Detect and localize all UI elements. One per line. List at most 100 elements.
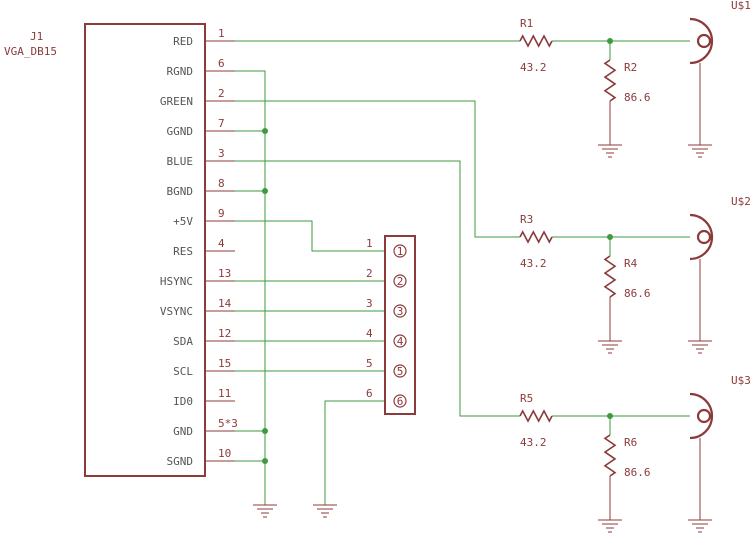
wires [235, 38, 690, 505]
jack-shell [689, 213, 714, 261]
header-pin-number: 5 [397, 365, 404, 378]
junction-dot [262, 458, 268, 464]
pin-name: RED [173, 35, 193, 48]
channel: R5 43.2 R6 86.6 U$3 [519, 374, 751, 533]
pin-name: GND [173, 425, 193, 438]
wire-green [235, 100, 520, 238]
wire-ground-rail [235, 70, 266, 505]
series-resistor-ref: R5 [520, 392, 533, 405]
shunt-resistor-ref: R2 [624, 61, 637, 74]
shunt-resistor-value: 86.6 [624, 466, 651, 479]
header-pin-circle [393, 334, 407, 348]
series-resistor-value: 43.2 [520, 436, 547, 449]
wire-blue [235, 160, 520, 417]
connector-pin: SGND 10 [167, 447, 235, 468]
ground-icon [688, 519, 712, 533]
connector-pin: ID0 11 [173, 387, 235, 408]
ground-icon [253, 504, 277, 518]
pin-number: 15 [218, 357, 231, 370]
junction-dot [607, 413, 613, 419]
pin-name: +5V [173, 215, 193, 228]
series-resistor [519, 34, 553, 48]
pin-number: 2 [218, 87, 225, 100]
wire-header-gnd [324, 400, 385, 505]
jack-shell [689, 392, 714, 440]
shunt-resistor-value: 86.6 [624, 91, 651, 104]
rca-jack [688, 17, 714, 158]
shunt-resistor [603, 434, 617, 477]
series-resistor-value: 43.2 [520, 61, 547, 74]
ground-icon [598, 144, 622, 158]
series-resistor-ref: R1 [520, 17, 533, 30]
ground-icon [598, 340, 622, 354]
pin-number: 9 [218, 207, 225, 220]
connector-pin: GREEN 2 [160, 87, 235, 108]
pin-name: BGND [167, 185, 194, 198]
series-resistor [519, 409, 553, 423]
pin-name: GREEN [160, 95, 193, 108]
header-pin: 44 [366, 327, 407, 348]
connector-pins: RED1RGND6GREEN2GGND7BLUE3BGND8+5V9RES4HS… [160, 27, 238, 468]
connector-pin: GGND 7 [167, 117, 235, 138]
pin-number: 10 [218, 447, 231, 460]
junction-dot [262, 188, 268, 194]
shunt-resistor-ref: R6 [624, 436, 637, 449]
pin-number: 3 [218, 147, 225, 160]
header-pin-number: 2 [397, 275, 404, 288]
connector-pin: +5V 9 [173, 207, 235, 228]
pin-number: 5*3 [218, 417, 238, 430]
pin-name: ID0 [173, 395, 193, 408]
pin-name: GGND [167, 125, 194, 138]
header-pin: 33 [366, 297, 407, 318]
junction-dot [607, 38, 613, 44]
pin-number: 11 [218, 387, 231, 400]
header-pin-label: 5 [366, 357, 373, 370]
wire-5v [235, 220, 385, 252]
header-pin-circle [393, 364, 407, 378]
header-pin-number: 4 [397, 335, 404, 348]
pin-name: SGND [167, 455, 194, 468]
rca-jack [688, 213, 714, 354]
header-pin-circle [393, 394, 407, 408]
connector-pin: GND 5*3 [173, 417, 238, 438]
series-resistor-value: 43.2 [520, 257, 547, 270]
junction-dot [607, 234, 613, 240]
jack-ref: U$3 [731, 374, 751, 387]
junction-dot [262, 128, 268, 134]
pin-number: 7 [218, 117, 225, 130]
shunt-resistor-value: 86.6 [624, 287, 651, 300]
pin-number: 8 [218, 177, 225, 190]
header-pin-number: 6 [397, 395, 404, 408]
pin-name: BLUE [167, 155, 194, 168]
vga-connector-j1: J1 VGA_DB15 RED1RGND6GREEN2GGND7BLUE3BGN… [4, 23, 238, 477]
connector-ref: J1 [30, 30, 43, 43]
shunt-resistor-ref: R4 [624, 257, 638, 270]
header-pin-label: 3 [366, 297, 373, 310]
header-pin-circle [393, 274, 407, 288]
ground-icon [598, 519, 622, 533]
pin-name: RES [173, 245, 193, 258]
jack-pin-icon [696, 229, 712, 245]
shunt-resistor [603, 59, 617, 102]
jack-ref: U$2 [731, 195, 751, 208]
pin-name: VSYNC [160, 305, 193, 318]
header-pin-label: 2 [366, 267, 373, 280]
junction-dot [262, 428, 268, 434]
pin-name: SCL [173, 365, 193, 378]
ground-icon [688, 144, 712, 158]
header-pin-circle [393, 244, 407, 258]
connector-pin: BGND 8 [167, 177, 235, 198]
header-pin-circle [393, 304, 407, 318]
header-pin-number: 3 [397, 305, 404, 318]
ground-symbols [253, 504, 337, 518]
